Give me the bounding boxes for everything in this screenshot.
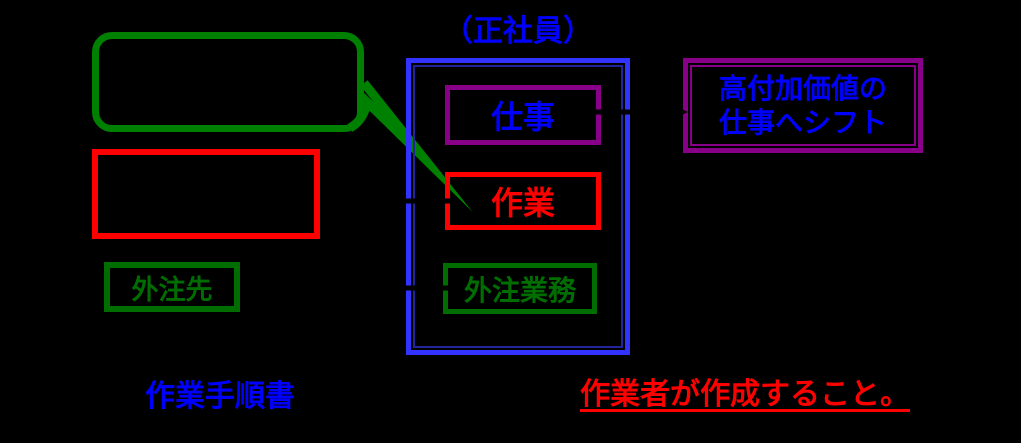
author-note-label: 作業者が作成すること。 [580,378,910,411]
shift-box: 高付加価値の 仕事へシフト [683,58,923,153]
red-outline-box [92,149,320,239]
vendor-box-label: 外注先 [131,274,213,305]
outsourced-work-box: 外注業務 [443,263,597,314]
employee-group-title: （正社員） [443,15,593,48]
shift-box-line1: 高付加価値の [718,72,887,104]
operation-box-label: 作業 [490,185,555,221]
procedure-label: 作業手順書 [145,380,295,413]
work-box-label: 仕事 [490,99,555,135]
operation-box: 作業 [445,172,601,230]
speech-bubble [92,32,364,132]
vendor-box: 外注先 [104,262,240,312]
work-box: 仕事 [445,85,601,145]
outsourced-work-box-label: 外注業務 [463,274,576,306]
shift-box-line2: 仕事へシフト [718,106,887,138]
